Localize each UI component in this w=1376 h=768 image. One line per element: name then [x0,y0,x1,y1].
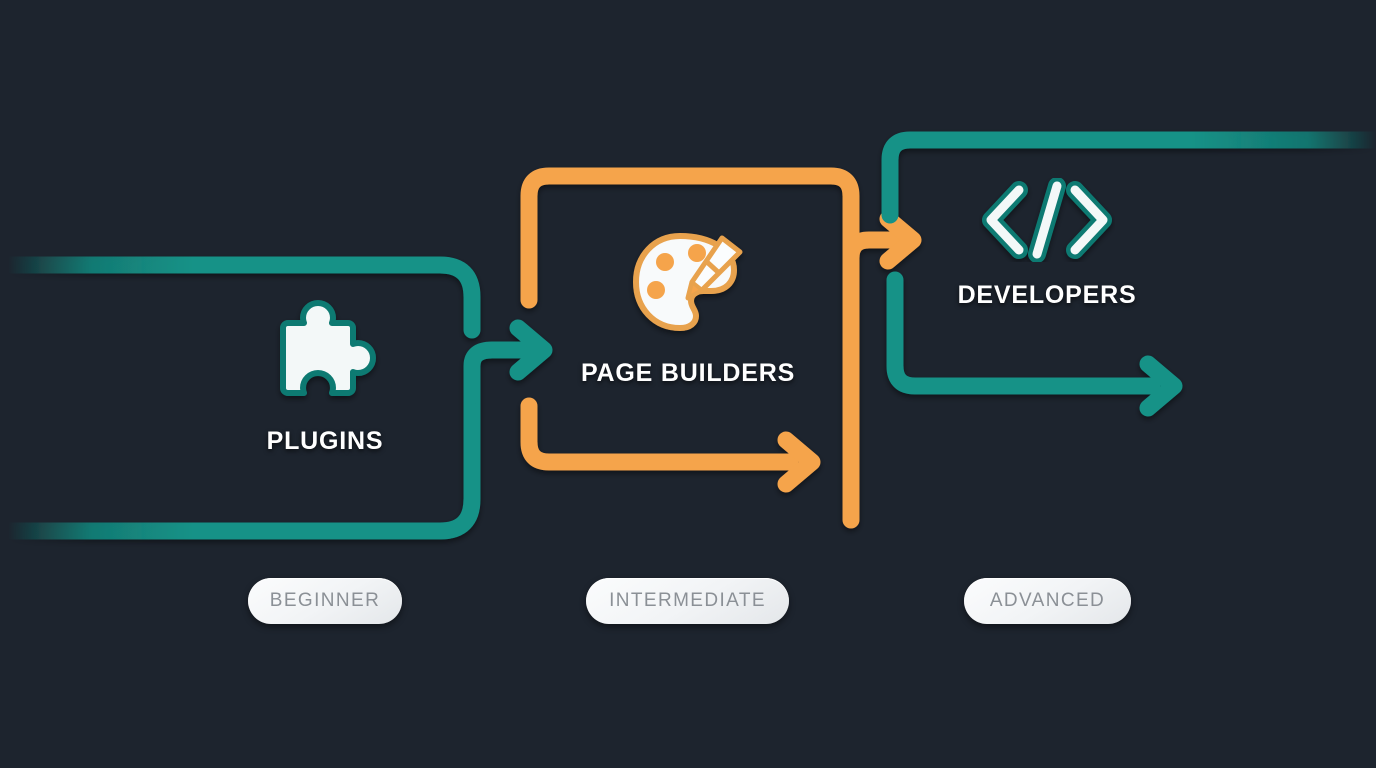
badge-intermediate-label: INTERMEDIATE [609,590,766,611]
connector-teal-bottom-in [0,371,481,540]
connector-orange-to-developers [842,231,906,529]
badge-advanced-label: ADVANCED [989,590,1106,611]
node-page-builders-label: PAGE BUILDERS [580,359,796,387]
paint-palette-icon [628,228,748,345]
badge-intermediate[interactable]: INTERMEDIATE [586,578,789,624]
arrowhead-orange-developers [879,210,922,270]
connector-orange-bottom [520,397,799,471]
puzzle-piece-icon [269,300,381,413]
connector-teal-dev-top-out [881,131,1376,224]
connector-teal-to-page-builders [463,341,537,405]
arrowhead-orange-bottom [777,431,821,493]
arrowhead-teal-dev-bottom [1139,355,1183,417]
code-brackets-icon [979,177,1115,267]
connector-teal-top-in [0,256,481,339]
connector-orange-top [520,167,860,429]
badge-beginner-label: BEGINNER [269,590,381,611]
node-developers-label: DEVELOPERS [957,281,1137,309]
node-plugins-label: PLUGINS [266,427,384,455]
node-developers[interactable]: DEVELOPERS [897,177,1197,310]
level-badge-row: BEGINNER INTERMEDIATE ADVANCED [0,578,1376,624]
arrowhead-teal-page-builders [509,319,553,381]
badge-beginner[interactable]: BEGINNER [248,578,402,624]
connector-teal-dev-bottom-out [886,271,1161,395]
node-page-builders[interactable]: PAGE BUILDERS [538,228,838,388]
node-plugins[interactable]: PLUGINS [175,300,475,456]
badge-advanced[interactable]: ADVANCED [964,578,1131,624]
